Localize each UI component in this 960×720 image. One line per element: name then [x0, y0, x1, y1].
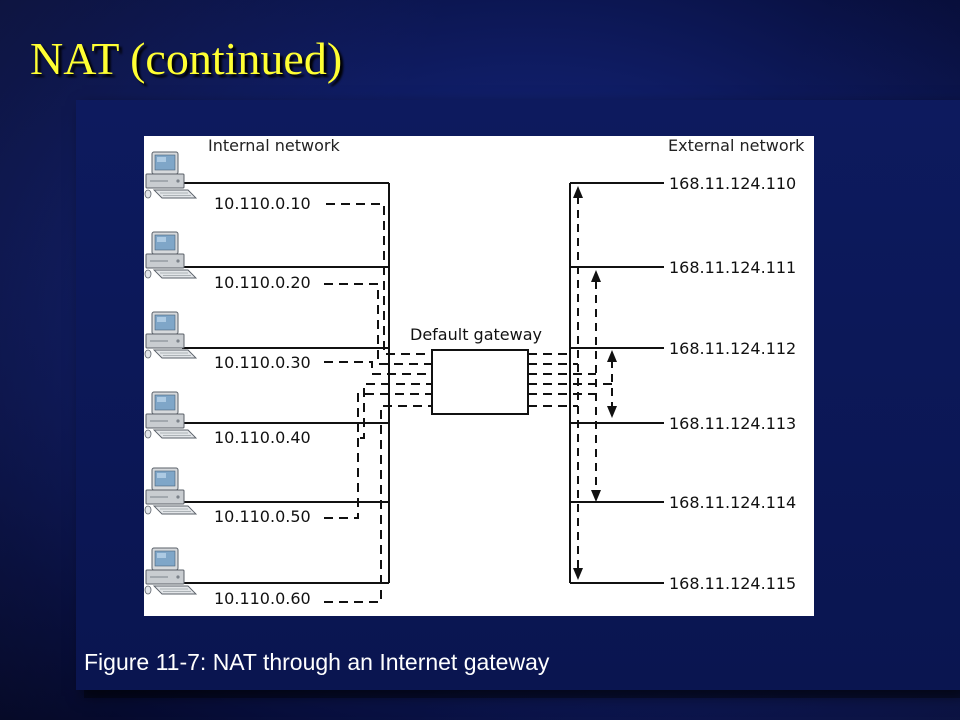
desktop-computer-icon [144, 547, 197, 595]
desktop-computer-icon [144, 391, 197, 439]
internal-network-label: Internal network [208, 136, 340, 155]
desktop-computer-icon [144, 231, 197, 279]
external-ip-label: 168.11.124.115 [669, 574, 796, 593]
internal-ip-label: 10.110.0.60 [214, 589, 311, 608]
internal-ip-label: 10.110.0.10 [214, 194, 311, 213]
external-dashed-paths [528, 353, 612, 407]
internal-ip-label: 10.110.0.40 [214, 428, 311, 447]
internal-dashed-paths [324, 203, 432, 603]
external-network-label: External network [668, 136, 805, 155]
external-ip-label: 168.11.124.114 [669, 493, 796, 512]
internal-ip-label: 10.110.0.20 [214, 273, 311, 292]
figure-caption: Figure 11-7: NAT through an Internet gat… [84, 649, 550, 675]
slide-title: NAT (continued) [30, 33, 343, 84]
internal-ip-label: 10.110.0.30 [214, 353, 311, 372]
default-gateway-box [431, 349, 529, 415]
external-ip-label: 168.11.124.110 [669, 174, 796, 193]
external-ip-label: 168.11.124.113 [669, 414, 796, 433]
external-ip-label: 168.11.124.112 [669, 339, 796, 358]
desktop-computer-icon [144, 467, 197, 515]
external-address-lines [570, 182, 664, 584]
internal-host-lines [182, 182, 389, 584]
nat-diagram: Internal network External network [144, 136, 814, 616]
arrowheads [573, 186, 617, 580]
desktop-computer-icon [144, 151, 197, 199]
internal-ip-label: 10.110.0.50 [214, 507, 311, 526]
external-ip-label: 168.11.124.111 [669, 258, 796, 277]
external-arrows [577, 196, 613, 568]
desktop-computer-icon [144, 311, 197, 359]
default-gateway-label: Default gateway [410, 325, 542, 344]
